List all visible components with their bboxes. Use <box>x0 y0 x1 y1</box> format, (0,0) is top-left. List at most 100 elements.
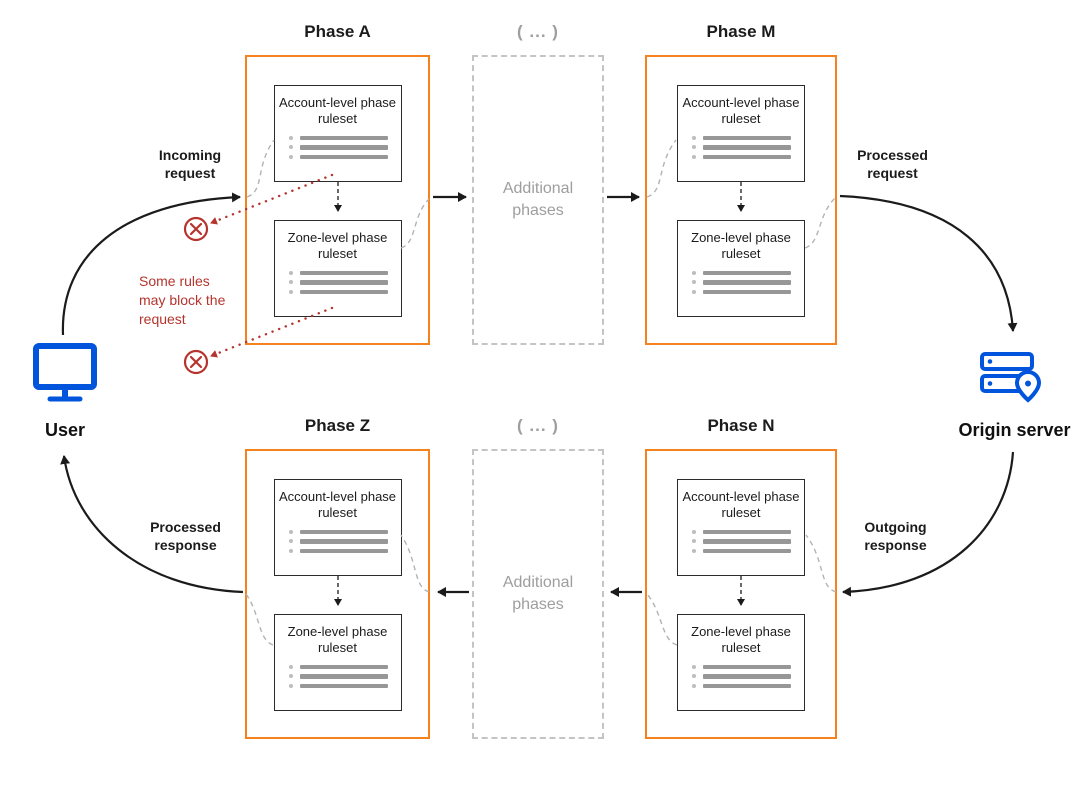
bullet-dot-icon <box>288 280 293 285</box>
rule-bar <box>703 674 791 679</box>
blocked-circle-x-icon <box>183 216 209 242</box>
ruleset-label: Zone-level phase ruleset <box>691 230 791 262</box>
ruleset-line <box>692 154 804 159</box>
bullet-dot-icon <box>692 683 696 688</box>
blocked-circle-x-icon <box>183 349 209 375</box>
ruleset-line <box>692 529 804 534</box>
phase-n-zone-ruleset: Zone-level phase ruleset <box>677 614 805 711</box>
rule-bar <box>299 154 388 159</box>
incoming-request-label: Incoming request <box>158 147 222 182</box>
additional-phases-top-box: Additional phases <box>472 55 604 345</box>
phase-z-zone-ruleset: Zone-level phase ruleset <box>273 614 402 711</box>
block-note: Some rules may block the request <box>139 273 226 327</box>
ruleset-line <box>288 145 401 150</box>
ruleset-line <box>692 145 804 150</box>
phase-a-title: Phase A <box>304 22 371 41</box>
ruleset-line <box>288 539 401 544</box>
ruleset-line <box>692 135 804 140</box>
rule-bar <box>703 683 791 688</box>
ruleset-line <box>288 270 401 275</box>
bullet-dot-icon <box>288 135 293 140</box>
rule-bar <box>703 145 791 150</box>
phase-a-account-ruleset: Account-level phase ruleset <box>273 85 402 182</box>
bullet-dot-icon <box>288 539 293 544</box>
rule-bar <box>299 548 388 553</box>
rule-bar <box>703 280 791 285</box>
ruleset-line <box>692 270 804 275</box>
bullet-dot-icon <box>288 289 293 294</box>
processed-request-label: Processed request <box>857 147 928 182</box>
ruleset-label: Zone-level phase ruleset <box>287 230 388 262</box>
phase-n-title: Phase N <box>707 416 775 435</box>
additional-top-ellipsis: ( ... ) <box>517 22 559 41</box>
bullet-dot-icon <box>692 289 696 294</box>
ruleset-line <box>692 539 804 544</box>
rule-bar <box>703 548 791 553</box>
additional-phases-bottom-box: Additional phases <box>472 449 604 739</box>
rule-bar <box>703 539 791 544</box>
bullet-dot-icon <box>692 280 696 285</box>
bullet-dot-icon <box>288 674 293 679</box>
ruleset-line <box>692 664 804 669</box>
rule-bar <box>703 154 791 159</box>
phase-m-title: Phase M <box>706 22 776 41</box>
bullet-dot-icon <box>692 674 696 679</box>
ruleset-label: Account-level phase ruleset <box>278 95 397 127</box>
additional-phases-label: Additional phases <box>502 574 574 613</box>
rule-bar <box>299 289 388 294</box>
rule-bar <box>299 664 388 669</box>
ruleset-label: Zone-level phase ruleset <box>691 624 791 656</box>
origin-server-label: Origin server <box>958 420 1071 440</box>
outgoing-response-label: Outgoing response <box>864 519 927 554</box>
bullet-dot-icon <box>288 270 293 275</box>
bullet-dot-icon <box>692 529 696 534</box>
rule-bar <box>299 280 388 285</box>
ruleset-line <box>288 529 401 534</box>
rule-bar <box>299 683 388 688</box>
ruleset-line <box>288 154 401 159</box>
rule-bar <box>703 289 791 294</box>
bullet-dot-icon <box>692 548 696 553</box>
bullet-dot-icon <box>692 135 696 140</box>
bullet-dot-icon <box>288 145 293 150</box>
bullet-dot-icon <box>692 539 696 544</box>
rule-bar <box>703 529 791 534</box>
ruleset-line <box>288 664 401 669</box>
phase-z-title: Phase Z <box>304 416 371 435</box>
phase-m-account-ruleset: Account-level phase ruleset <box>677 85 805 182</box>
ruleset-label: Account-level phase ruleset <box>682 95 800 127</box>
additional-phases-label: Additional phases <box>502 180 574 219</box>
ruleset-line <box>692 674 804 679</box>
ruleset-label: Account-level phase ruleset <box>278 489 397 521</box>
ruleset-line <box>288 289 401 294</box>
rule-bar <box>299 529 388 534</box>
arrow-phase-m-to-origin <box>839 194 1018 332</box>
phase-z-account-ruleset: Account-level phase ruleset <box>273 479 402 576</box>
rule-bar <box>299 270 388 275</box>
phase-a-zone-ruleset: Zone-level phase ruleset <box>273 220 402 317</box>
bullet-dot-icon <box>692 664 696 669</box>
ruleset-line <box>288 135 401 140</box>
rule-bar <box>703 270 791 275</box>
phase-n-box: Account-level phase ruleset Zone-level p… <box>645 449 837 739</box>
ruleset-line <box>692 289 804 294</box>
monitor-icon <box>32 343 98 408</box>
ruleset-line <box>692 548 804 553</box>
ruleset-label: Zone-level phase ruleset <box>287 624 388 656</box>
rule-bar <box>703 135 791 140</box>
bullet-dot-icon <box>692 154 696 159</box>
phase-m-box: Account-level phase ruleset Zone-level p… <box>645 55 837 345</box>
ruleset-line <box>288 674 401 679</box>
ruleset-line <box>288 280 401 285</box>
ruleset-line <box>288 548 401 553</box>
ruleset-label: Account-level phase ruleset <box>682 489 800 521</box>
rule-bar <box>299 135 388 140</box>
bullet-dot-icon <box>288 154 293 159</box>
ruleset-line <box>692 280 804 285</box>
additional-bottom-ellipsis: ( ... ) <box>517 416 559 435</box>
bullet-dot-icon <box>288 548 293 553</box>
ruleset-line <box>288 683 401 688</box>
bullet-dot-icon <box>692 145 696 150</box>
bullet-dot-icon <box>288 664 293 669</box>
